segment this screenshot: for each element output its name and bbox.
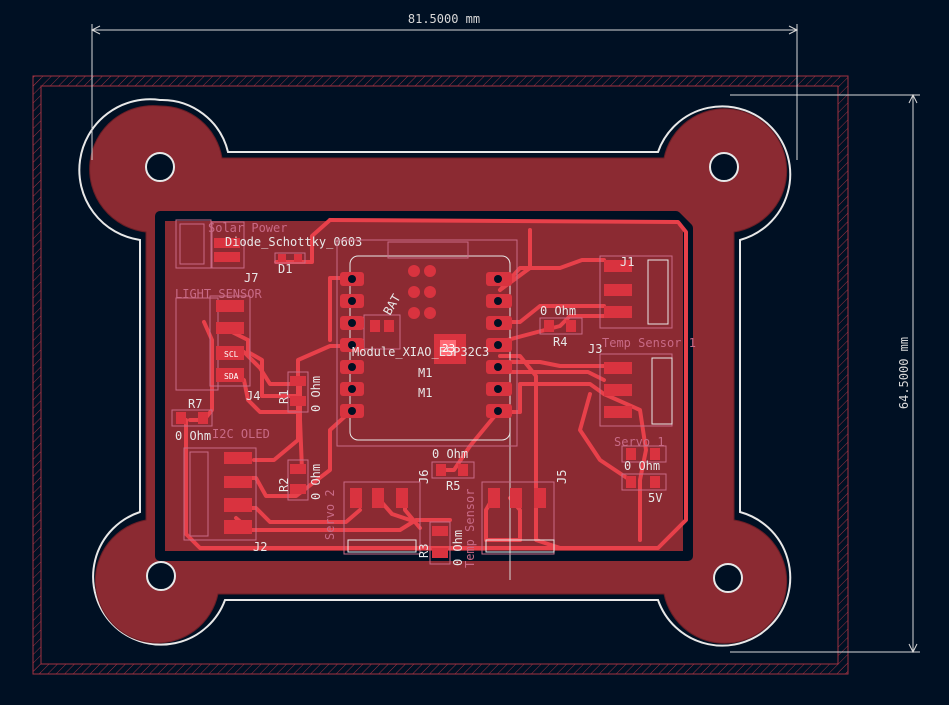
resistor-r3 — [429, 521, 451, 565]
mounting-holes — [145, 152, 743, 593]
label-r5-value: 0 Ohm — [432, 447, 468, 461]
label-diode: Diode_Schottky_0603 — [225, 235, 362, 249]
label-temp-sensor-1: Temp Sensor 1 — [602, 336, 696, 350]
resistor-r1 — [287, 371, 309, 413]
connector-j2 — [183, 447, 257, 541]
module-m1-pin-holes — [348, 275, 502, 415]
label-r7-value: 0 Ohm — [175, 429, 211, 443]
label-solar-power: Solar Power — [208, 221, 287, 235]
connector-j3 — [599, 353, 673, 427]
dimension-width — [90, 24, 799, 160]
label-d1: D1 — [278, 262, 292, 276]
mounting-hole-top-left — [145, 152, 175, 182]
connector-j1 — [599, 255, 673, 329]
mounting-hole-bottom-right — [713, 563, 743, 593]
module-m1-small-pads — [408, 265, 436, 319]
label-r7: R7 — [188, 397, 202, 411]
label-j4: J4 — [246, 389, 260, 403]
label-module: Module_XIAO_ESP32C3 — [352, 345, 489, 359]
keepout-zone — [32, 75, 849, 675]
label-r1: R1 — [277, 390, 291, 404]
label-5v: 5V — [648, 491, 662, 505]
resistor-r2 — [287, 459, 309, 501]
label-m1-a: M1 — [418, 366, 432, 380]
resistor-r5 — [621, 473, 667, 491]
label-m1-b: M1 — [418, 386, 432, 400]
connector-j7 — [175, 219, 245, 269]
label-r5: R5 — [446, 479, 460, 493]
label-r4-value: 0 Ohm — [540, 304, 576, 318]
label-j1: J1 — [620, 255, 634, 269]
dimension-width-label: 81.5000 mm — [408, 12, 480, 26]
resistor-r5-center — [431, 461, 475, 479]
label-j6: J6 — [417, 470, 431, 484]
connector-j4 — [175, 295, 251, 391]
connector-j5 — [481, 481, 555, 555]
resistor-r6 — [621, 445, 667, 463]
dimension-height-label: 64.5000 mm — [897, 337, 911, 409]
label-j7: J7 — [244, 271, 258, 285]
label-j3: J3 — [588, 342, 602, 356]
mounting-hole-bottom-left — [146, 561, 176, 591]
label-servo-2: Servo 2 — [323, 489, 337, 540]
label-r2: R2 — [277, 478, 291, 492]
label-r3: R3 — [417, 544, 431, 558]
board-outline — [78, 98, 792, 647]
pad-sda-label: SDA — [224, 372, 239, 381]
label-i2c-oled: I2C OLED — [212, 427, 270, 441]
label-r3-value: 0 Ohm — [451, 530, 465, 566]
dimension-height — [730, 93, 920, 654]
label-r2-value: 0 Ohm — [309, 464, 323, 500]
label-r4: R4 — [553, 335, 567, 349]
connector-j6 — [343, 481, 421, 555]
label-j5: J5 — [555, 470, 569, 484]
label-light-sensor: LIGHT SENSOR — [175, 287, 262, 301]
label-j2: J2 — [253, 540, 267, 554]
resistor-r7 — [171, 409, 213, 427]
label-r1-value: 0 Ohm — [309, 376, 323, 412]
diode-d1 — [274, 252, 306, 264]
label-u23: 23 — [442, 342, 455, 355]
pad-scl-label: SCL — [224, 350, 239, 359]
label-r6-value: 0 Ohm — [624, 459, 660, 473]
label-servo-1: Servo 1 — [614, 435, 665, 449]
label-temp-sensor: Temp Sensor — [463, 489, 477, 568]
resistor-r4 — [539, 317, 583, 335]
mounting-hole-top-right — [709, 152, 739, 182]
